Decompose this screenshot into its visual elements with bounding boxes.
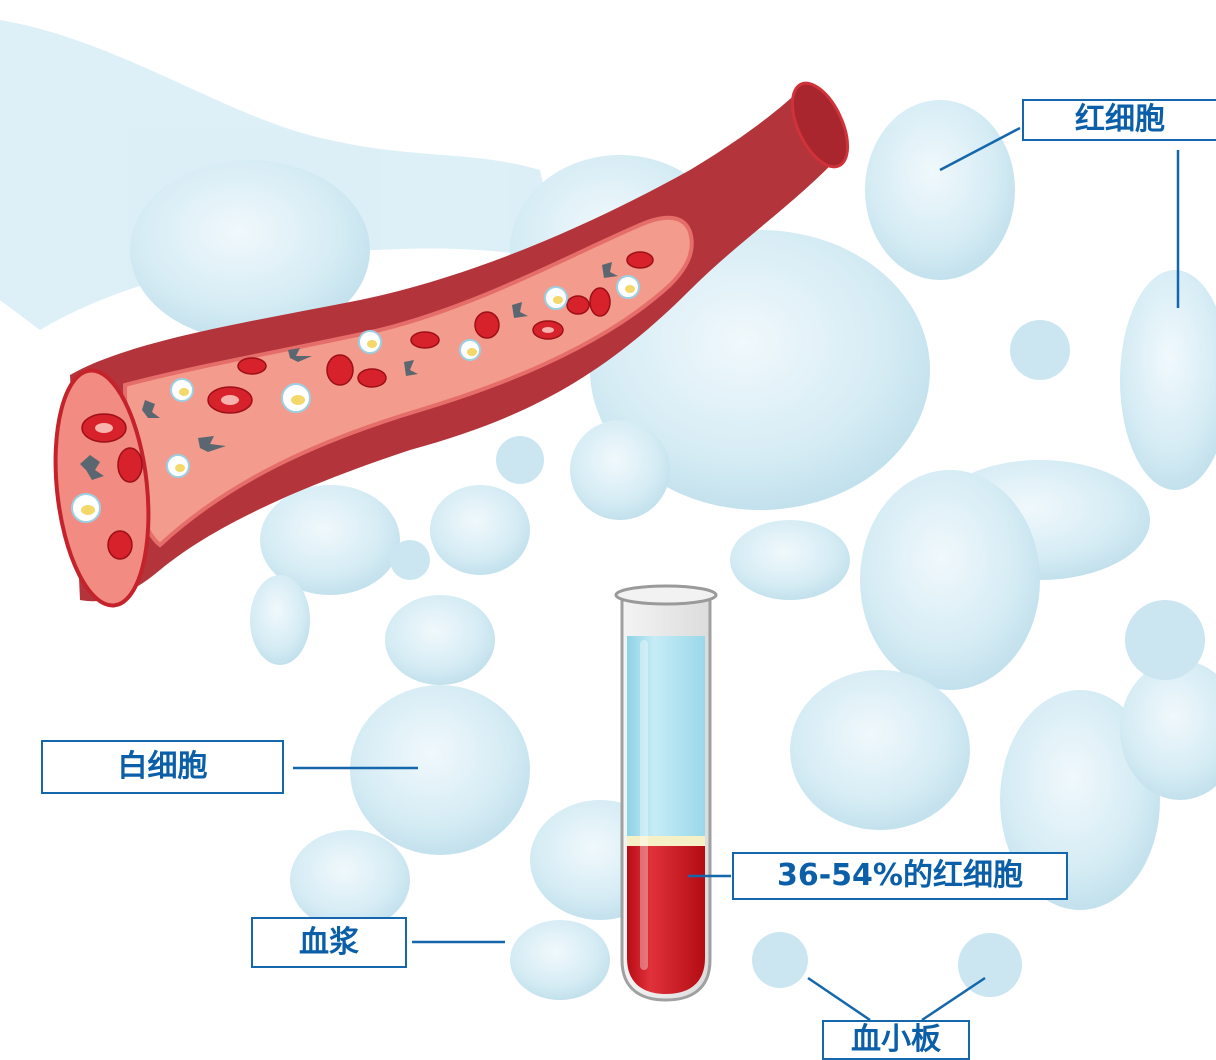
label-white-blood-cells: 白细胞 xyxy=(41,740,284,794)
test-tube-illustration xyxy=(616,586,716,1000)
label-red-blood-cells: 红细胞 xyxy=(1022,99,1216,141)
label-plasma: 血浆 xyxy=(251,917,407,968)
label-hematocrit: 36-54%的红细胞 xyxy=(732,852,1068,900)
label-platelets: 血小板 xyxy=(822,1020,970,1060)
plasma-layer xyxy=(627,636,705,836)
red-cell-layer xyxy=(627,846,705,994)
buffy-coat-layer xyxy=(627,836,705,846)
